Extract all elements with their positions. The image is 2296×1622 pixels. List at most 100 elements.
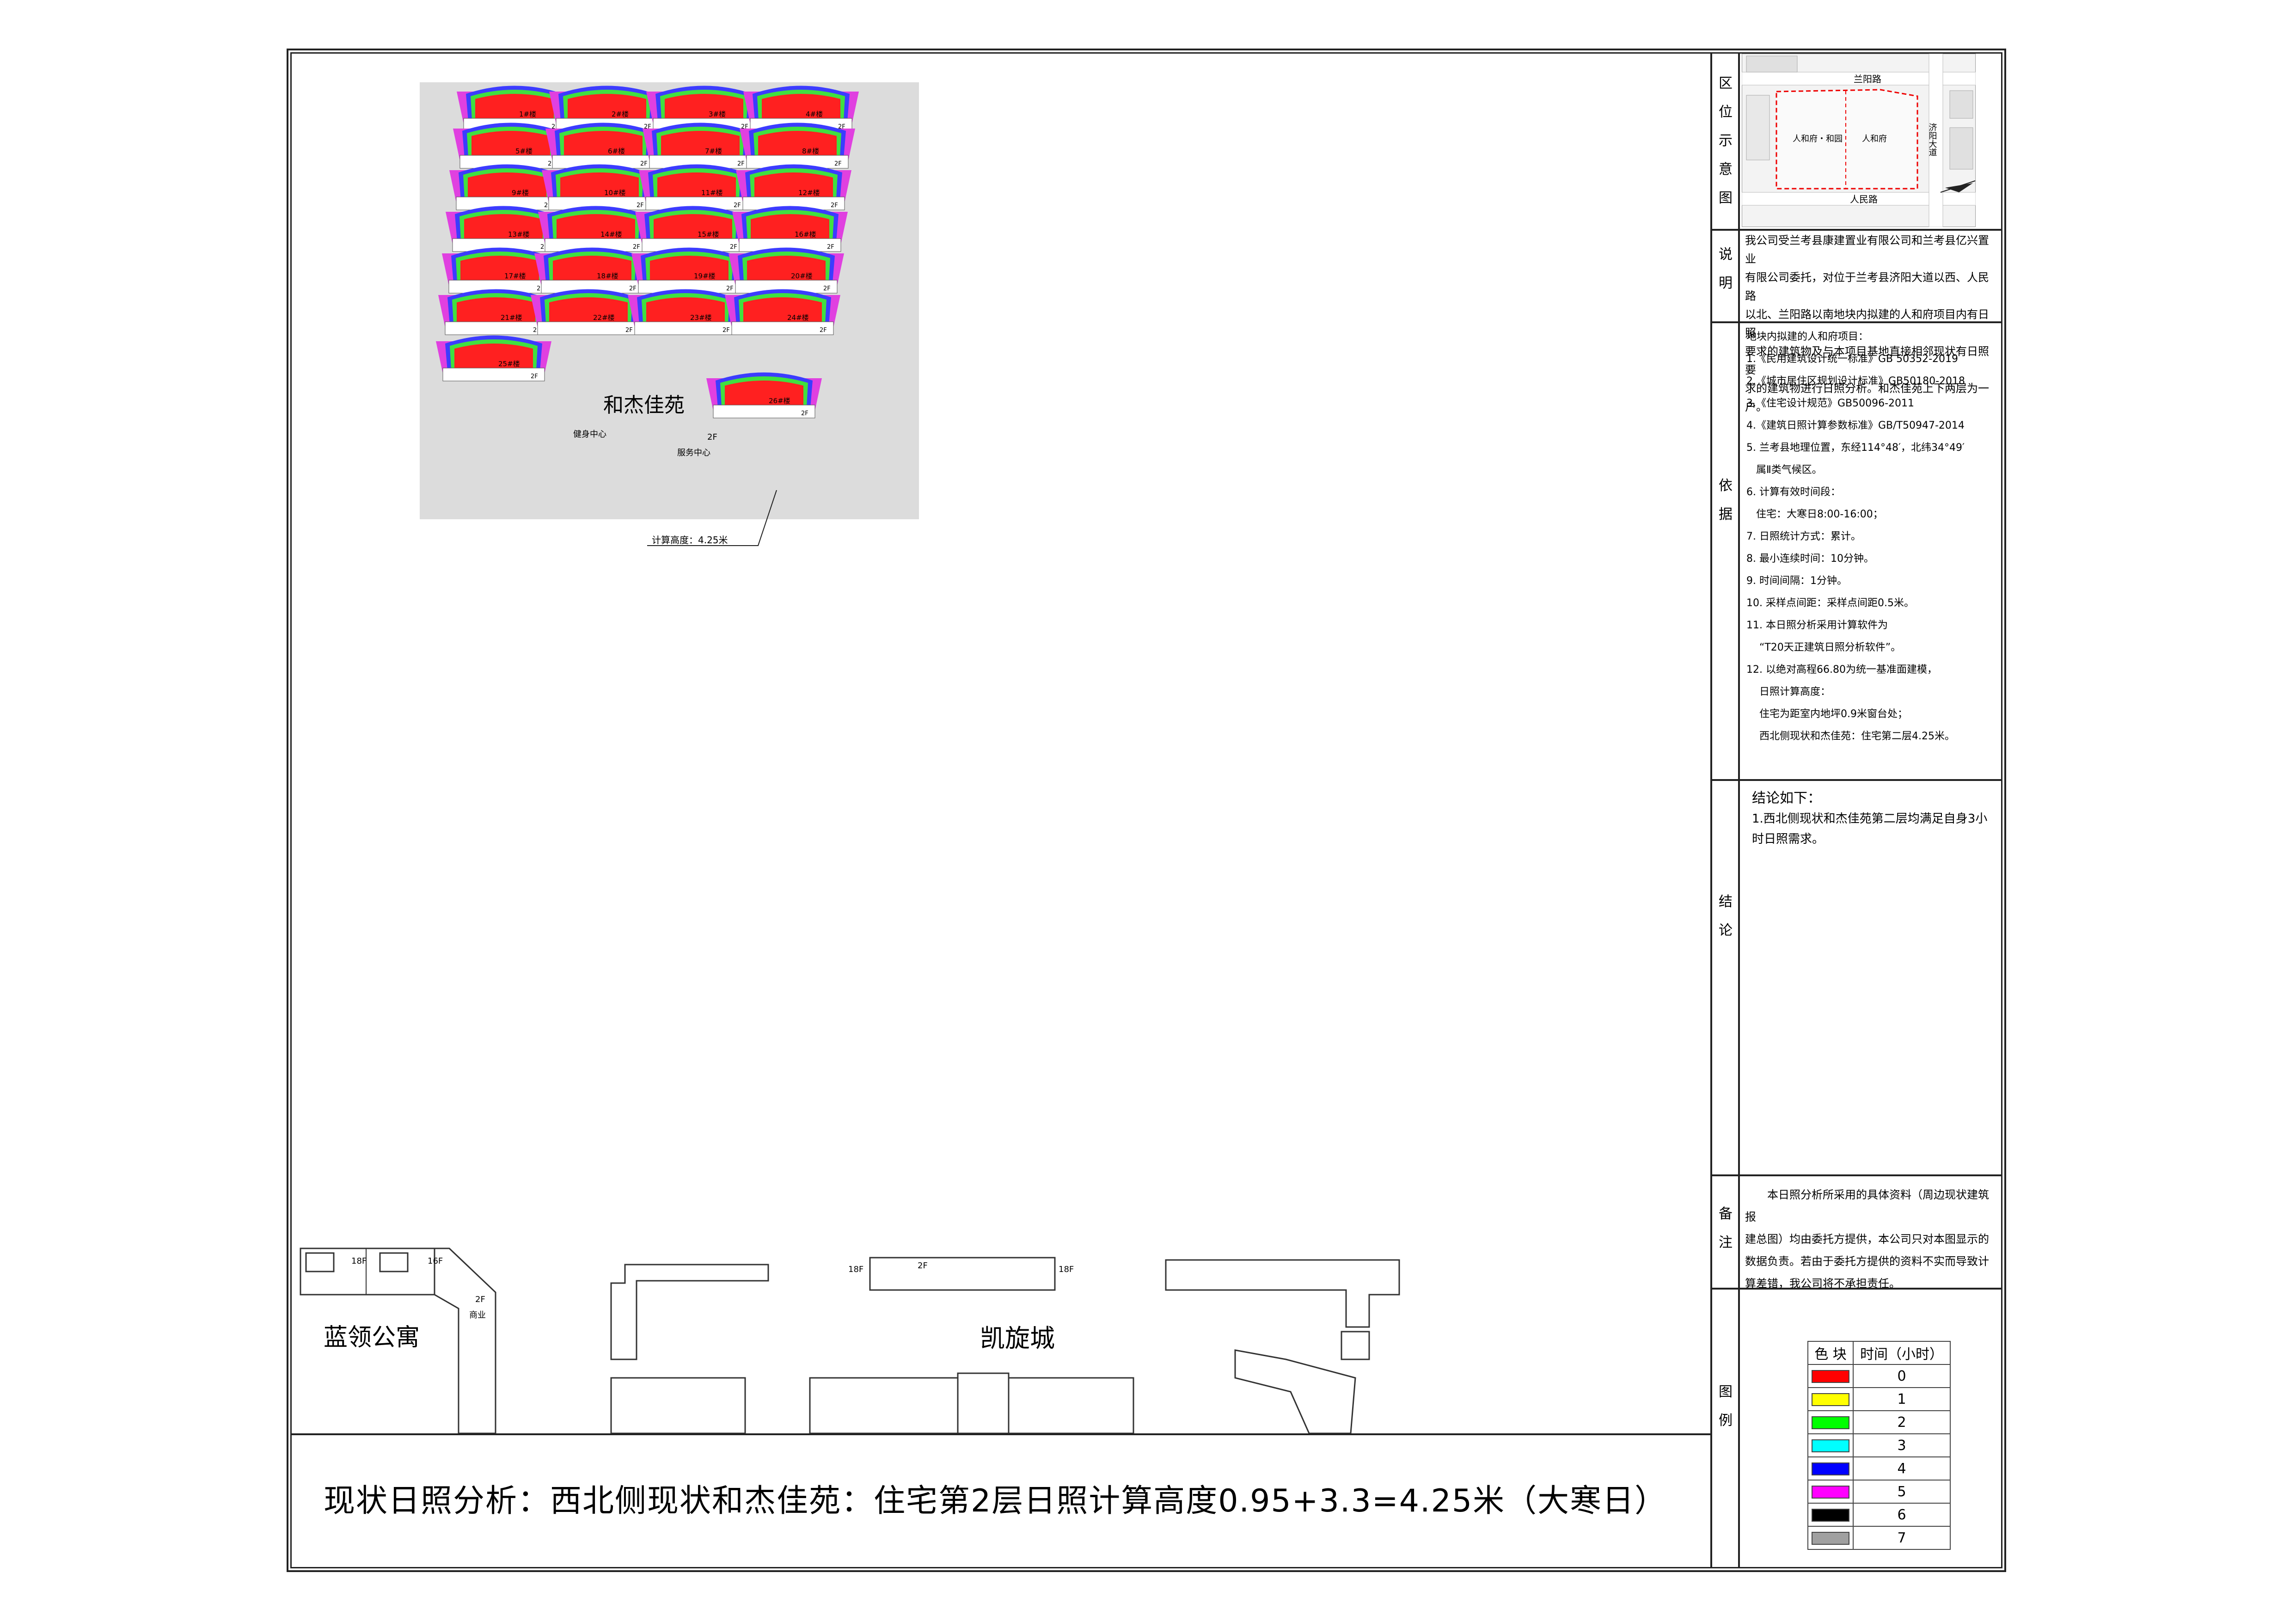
building-floors-label: 2F [625,327,633,334]
building-id-label: 6#楼 [608,147,625,155]
building-id-label: 9#楼 [512,189,529,197]
basis-line: 日照计算高度： [1746,686,1831,698]
basis-line: 6. 计算有效时间段： [1746,486,1841,498]
site-plan [300,1247,1400,1433]
basis-line: 属Ⅱ类气候区。 [1746,464,1822,476]
building-floors-label: 2F [726,285,734,292]
basis-label: 依据 [1719,478,1733,522]
fitness-center-label: 健身中心 [573,430,606,439]
remarks-line: 本日照分析所采用的具体资料（周边现状建筑报 [1745,1188,1989,1223]
building-floors-label: 2F [531,373,538,380]
legend-label: 图例 [1719,1384,1733,1429]
legend-header-hours: 时间（小时） [1853,1341,1951,1365]
building-id-label: 15#楼 [698,230,719,239]
residential-building: 18#楼 2F [534,247,650,294]
legend-hours: 3 [1853,1433,1951,1457]
residential-building: 12#楼2F [736,164,851,210]
residential-building: 8#楼2F [740,123,855,169]
remarks-line: 算差错，我公司将不承担责任。 [1745,1277,1900,1290]
building-id-label: 2#楼 [612,110,629,118]
legend-hours: 5 [1853,1480,1951,1504]
side-column-border [1710,52,1712,1568]
road-label-top: 兰阳路 [1854,74,1881,85]
residential-building: 21#楼2F [438,289,554,335]
description-line: 有限公司委托，对位于兰考县济阳大道以西、人民路 [1745,271,1989,302]
remarks-line: 建总图）均由委托方提供，本公司只对本图显示的 [1745,1233,1989,1246]
legend-row: 7 [1807,1526,1951,1550]
lanling-apartment-label: 蓝领公寓 [324,1324,420,1352]
basis-line: 地块内拟建的人和府项目： [1746,331,1869,343]
building-id-label: 17#楼 [504,272,526,280]
legend-row: 5 [1807,1480,1951,1504]
divider-conclusion [1710,1174,2002,1176]
description-line: 以北、兰阳路以南地块内拟建的人和府项目内有日照 [1745,308,1989,339]
basis-panel: 地块内拟建的人和府项目： 1.《民用建筑设计统一标准》GB 50352-2019… [1746,326,2001,748]
building-id-label: 18#楼 [597,272,618,280]
building-id-label: 21#楼 [501,313,522,322]
lanling-floors-a: 18F [351,1256,367,1266]
kaixuan-floors-a: 18F [1059,1265,1074,1274]
service-center-label: 服务中心 [677,448,710,458]
kaixuan-city-label: 凯旋城 [980,1324,1055,1353]
basis-line: 2.《城市居住区规划设计标准》GB50180-2018 [1746,375,1965,387]
building-floors-label: 2F [633,244,640,251]
legend-swatch [1812,1393,1850,1406]
legend-swatch [1812,1439,1850,1452]
residential-building: 26#楼2F [706,372,822,418]
basis-line: 西北侧现状和杰佳苑：住宅第二层4.25米。 [1746,731,1955,742]
location-map-label: 区位示意图 [1719,75,1733,206]
building-floors-label: 2F [640,160,648,167]
basis-line: 住宅：大寒日8:00-16:00； [1746,509,1883,520]
remarks-panel: 本日照分析所采用的具体资料（周边现状建筑报 建总图）均由委托方提供，本公司只对本… [1745,1184,1999,1295]
legend-hours: 6 [1853,1503,1951,1527]
legend-hours: 0 [1853,1364,1951,1388]
description-label: 说明 [1719,246,1733,291]
legend-row: 4 [1807,1456,1951,1481]
legend-swatch [1812,1416,1850,1429]
building-id-label: 7#楼 [705,147,722,155]
basis-line: 7. 日照统计方式：累计。 [1746,531,1861,542]
building-id-label: 23#楼 [690,313,712,322]
remarks-label: 备注 [1719,1206,1733,1251]
residential-building: 7#楼 2F [643,123,758,169]
conclusion-line: 时日照需求。 [1752,832,1825,846]
service-center-floors: 2F [707,432,717,442]
divider-basis [1710,779,2002,781]
location-map: 兰阳路 人和府・和园 人和府 人民路 济阳大道 [1742,54,1976,227]
remarks-line: 数据负责。若由于委托方提供的资料不实而导致计 [1745,1255,1989,1268]
basis-line: 8. 最小连续时间：10分钟。 [1746,553,1874,565]
parcel-label-left: 人和府・和园 [1793,134,1843,144]
residential-building: 23#楼 2F [628,289,743,335]
lanling-floors-b: 16F [428,1256,443,1266]
legend-header-color: 色 块 [1807,1341,1854,1365]
building-id-label: 26#楼 [769,397,790,405]
divider-remarks [1710,1288,2002,1290]
description-panel: 我公司受兰考县康建置业有限公司和兰考县亿兴置业 有限公司委托，对位于兰考县济阳大… [1745,231,1999,416]
legend-hours: 1 [1853,1387,1951,1411]
basis-line: 12. 以绝对高程66.80为统一基准面建模， [1746,664,1937,676]
building-id-label: 4#楼 [806,110,823,118]
basis-line: 9. 时间间隔：1分钟。 [1746,575,1847,587]
residential-building: 22#楼 2F [531,289,646,335]
building-id-label: 8#楼 [802,147,819,155]
building-id-label: 14#楼 [600,230,622,239]
basis-line: 4.《建筑日照计算参数标准》GB/T50947-2014 [1746,420,1965,431]
conclusion-panel: 结论如下： 1.西北侧现状和杰佳苑第二层均满足自身3小 时日照需求。 [1752,788,2002,849]
title-bar-divider [290,1433,1710,1435]
building-floors-label: 2F [827,244,834,251]
description-line: 我公司受兰考县康建置业有限公司和兰考县亿兴置业 [1745,234,1989,265]
legend-row: 6 [1807,1503,1951,1527]
community-name-label: 和杰佳苑 [603,393,685,417]
basis-line: 5. 兰考县地理位置，东经114°48′，北纬34°49′ [1746,442,1965,454]
building-id-label: 22#楼 [593,313,615,322]
parcel-label-right: 人和府 [1862,134,1887,144]
building-floors-label: 2F [734,202,741,209]
building-id-label: 19#楼 [694,272,716,280]
basis-line: 住宅为距室内地坪0.9米窗台处； [1746,708,1908,720]
building-id-label: 16#楼 [795,230,816,239]
residential-building: 25#楼2F [436,335,551,381]
page-title: 现状日照分析：西北侧现状和杰佳苑：住宅第2层日照计算高度0.95+3.3=4.2… [324,1483,1667,1519]
building-id-label: 3#楼 [709,110,726,118]
lanling-apartment-outline [300,1247,496,1433]
north-arrow-icon [1940,180,1976,193]
